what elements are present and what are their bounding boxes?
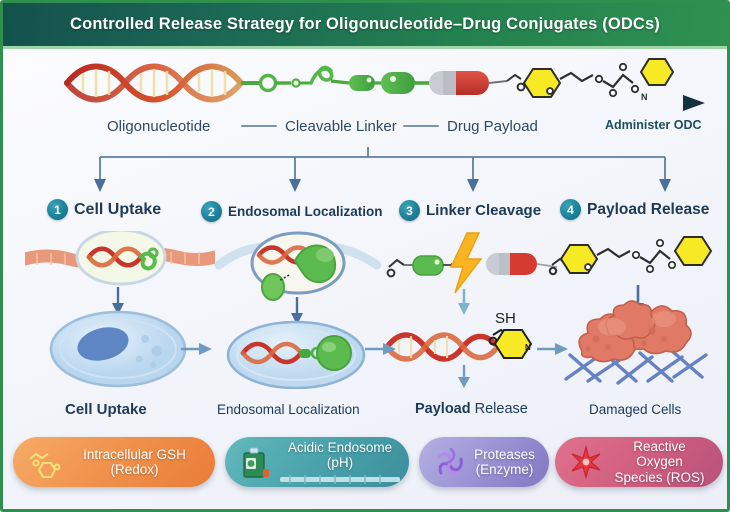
- step-badge-4: 4: [560, 199, 581, 220]
- step-title-2: Endosomal Localization: [228, 204, 383, 219]
- step-bracket: [94, 147, 671, 192]
- svg-text:N: N: [641, 92, 648, 102]
- label-divider-2: [403, 125, 439, 127]
- pill-label-ph: Acidic Endosome (pH): [280, 440, 400, 485]
- molecule-icon: [29, 452, 61, 478]
- vesicle-with-odc-icon: [75, 231, 167, 286]
- label-divider-1: [241, 125, 277, 127]
- caption-payload-rest: Release: [470, 401, 528, 417]
- step-header-1[interactable]: 1 Cell Uptake: [47, 199, 161, 220]
- trigger-pill-protease[interactable]: Proteases (Enzyme): [419, 437, 549, 487]
- panel-cell-uptake: [25, 231, 215, 388]
- panel-arrow-3-4: [537, 343, 568, 355]
- downward-arrow-icon: [112, 287, 124, 315]
- capsule-icon: [429, 71, 489, 95]
- component-label-row: Oligonucleotide Cleavable Linker Drug Pa…: [3, 115, 727, 137]
- internalized-cell-icon: [49, 310, 187, 388]
- released-oligonucleotide-icon: [385, 332, 498, 362]
- damaged-cells-icon: [564, 300, 708, 385]
- downward-arrow-icon: [458, 289, 470, 315]
- trigger-pill-ros[interactable]: Reactive Oxygen Species (ROS): [555, 437, 723, 487]
- pill-label-ros: Reactive Oxygen Species (ROS): [610, 439, 709, 486]
- pill-line2: Species (ROS): [614, 469, 705, 485]
- caption-cell-uptake: Cell Uptake: [65, 401, 147, 418]
- endosome-vesicle-icon: [214, 231, 382, 301]
- ph-strip-icon: [243, 447, 269, 478]
- step-title-1: Cell Uptake: [74, 200, 162, 218]
- caption-endosomal-localization: Endosomal Localization: [217, 402, 360, 417]
- downward-arrow-icon: [458, 365, 470, 388]
- panel-linker-cleavage: SH N: [385, 232, 558, 388]
- cleaved-fragments-icon: [386, 255, 459, 278]
- protein-icon: [437, 447, 463, 476]
- downward-arrow-icon: [291, 297, 303, 325]
- pill-line2: (Enzyme): [475, 462, 534, 477]
- caption-payload-strong: Payload: [415, 401, 471, 417]
- step-title-4: Payload Release: [587, 200, 710, 218]
- step-badge-3: 3: [399, 200, 420, 221]
- trigger-pill-ph[interactable]: Acidic Endosome (pH): [225, 437, 409, 487]
- panel-endosomal-localization: [214, 231, 382, 389]
- step-badge-2: 2: [201, 201, 222, 222]
- thiol-payload-icon: SH N: [488, 310, 533, 359]
- pill-line2: (Redox): [110, 462, 159, 477]
- oligonucleotide-label: Oligonucleotide: [107, 117, 211, 135]
- step-title-3: Linker Cleavage: [426, 202, 542, 219]
- trigger-pill-gsh[interactable]: Intracellular GSH (Redox): [13, 437, 215, 487]
- ros-burst-icon: [571, 445, 601, 479]
- pill-line1: Intracellular GSH: [83, 446, 186, 462]
- endosome-with-conjugate-icon: [226, 320, 366, 389]
- svg-text:N: N: [525, 343, 531, 352]
- dna-helix-icon: [64, 63, 244, 103]
- drug-payload-icon: N: [506, 58, 675, 102]
- caption-damaged-cells: Damaged Cells: [589, 402, 682, 417]
- step-header-4[interactable]: 4 Payload Release: [560, 199, 709, 220]
- administer-odc-label: Administer ODC: [605, 118, 702, 132]
- pill-line1: Acidic Endosome (pH): [287, 439, 393, 471]
- drug-payload-label: Drug Payload: [447, 117, 538, 135]
- trigger-pill-row: Intracellular GSH (Redox) Acidic Endosom…: [3, 437, 727, 501]
- step-header-2[interactable]: 2 Endosomal Localization: [201, 201, 383, 222]
- capsule-fragment-icon: [486, 253, 558, 275]
- panel-arrow-2-3: [365, 343, 396, 355]
- page-title: Controlled Release Strategy for Oligonuc…: [70, 15, 660, 33]
- pill-label-protease: Proteases (Enzyme): [474, 447, 535, 478]
- pill-line1: Proteases: [474, 446, 535, 462]
- odc-structure-row: N: [3, 53, 727, 111]
- cleavable-linker-label: Cleavable Linker: [285, 117, 397, 135]
- caption-payload-release: Payload Release: [415, 401, 528, 417]
- odc-molecule-diagram: N: [64, 58, 675, 103]
- free-drug-molecule-icon: [548, 236, 713, 276]
- cleavable-linker-icon: [241, 65, 431, 94]
- lightning-bolt-icon: [449, 232, 483, 294]
- panel-arrow-1-2: [181, 343, 212, 355]
- step-badge-1: 1: [47, 199, 68, 220]
- administer-arrow-icon: [601, 95, 705, 111]
- ph-scale-icon: [280, 474, 400, 484]
- panel-payload-release: [548, 236, 713, 385]
- step-header-3[interactable]: 3 Linker Cleavage: [399, 200, 541, 221]
- thiol-label: SH: [495, 310, 516, 327]
- header-banner: Controlled Release Strategy for Oligonuc…: [3, 3, 727, 49]
- pill-label-gsh: Intracellular GSH (Redox): [68, 447, 201, 478]
- pill-line1: Reactive Oxygen: [633, 438, 686, 470]
